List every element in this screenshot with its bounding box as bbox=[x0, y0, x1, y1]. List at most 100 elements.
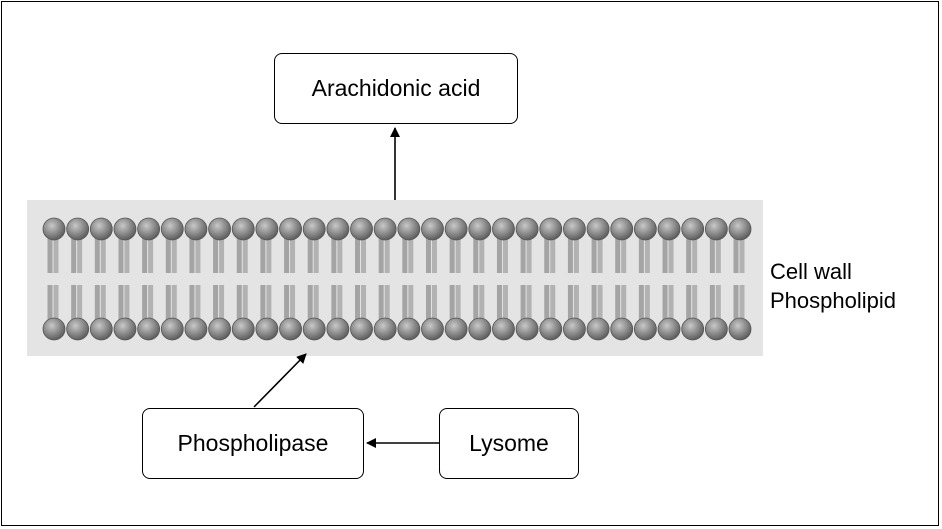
lipid-tail bbox=[544, 237, 550, 273]
lipid-tail bbox=[709, 237, 715, 273]
lipid-tail bbox=[219, 237, 225, 273]
membrane-label-line2: Phospholipid bbox=[770, 288, 896, 313]
lipid-tail bbox=[715, 285, 721, 321]
lipid-tail bbox=[686, 285, 692, 321]
lipid-tail bbox=[449, 237, 455, 273]
lipid-tail bbox=[591, 285, 597, 321]
lipid-head bbox=[633, 217, 657, 241]
lipid-head bbox=[728, 217, 752, 241]
phospholipid bbox=[208, 217, 231, 341]
lipid-tail bbox=[473, 237, 479, 273]
lipid-tail bbox=[118, 237, 124, 273]
lipid-tail bbox=[53, 237, 59, 273]
lipid-head bbox=[89, 217, 113, 241]
lipid-head bbox=[468, 317, 492, 341]
lipid-tail bbox=[479, 285, 485, 321]
lipid-tail bbox=[686, 237, 692, 273]
lipid-head bbox=[350, 317, 373, 341]
lipid-tail bbox=[260, 237, 266, 273]
lipid-tail bbox=[260, 285, 266, 321]
lipid-tail bbox=[520, 237, 526, 273]
membrane-label: Cell wall Phospholipid bbox=[770, 257, 896, 315]
lipid-tail bbox=[526, 237, 532, 273]
lipid-tail bbox=[638, 237, 644, 273]
phospholipid bbox=[373, 217, 397, 341]
phospholipid bbox=[160, 217, 184, 341]
lipid-head bbox=[113, 317, 137, 341]
lipid-tail bbox=[195, 237, 201, 273]
lipid-tail bbox=[733, 285, 739, 321]
phospholipid bbox=[704, 217, 728, 341]
lipid-tail bbox=[77, 285, 83, 321]
lipid-tail bbox=[100, 237, 106, 273]
lipid-tail bbox=[236, 285, 242, 321]
lipid-tail bbox=[47, 237, 53, 273]
lipid-tail bbox=[402, 285, 408, 321]
lipid-tail bbox=[213, 237, 219, 273]
lipid-tail bbox=[662, 237, 668, 273]
phospholipid bbox=[515, 217, 539, 341]
lipid-tail bbox=[520, 285, 526, 321]
lipid-head bbox=[113, 217, 137, 241]
lipid-tail bbox=[337, 285, 343, 321]
lipid-head bbox=[255, 317, 279, 341]
lipid-tail bbox=[425, 237, 431, 273]
lipid-head bbox=[539, 317, 563, 341]
lipid-head bbox=[421, 317, 444, 341]
lysome-label: Lysome bbox=[469, 430, 549, 456]
lipid-tail bbox=[124, 285, 130, 321]
lipid-tail bbox=[189, 237, 195, 273]
lipid-tail bbox=[591, 237, 597, 273]
lipid-tail bbox=[496, 237, 502, 273]
lipid-tail bbox=[662, 285, 668, 321]
lipid-tail bbox=[449, 285, 455, 321]
arachidonic-acid-label: Arachidonic acid bbox=[311, 75, 481, 101]
lipid-tail bbox=[692, 285, 698, 321]
lipid-head bbox=[421, 217, 444, 241]
lipid-tail bbox=[567, 237, 573, 273]
lipid-head bbox=[492, 217, 515, 241]
phospholipid bbox=[302, 217, 326, 341]
membrane-label-line1: Cell wall bbox=[770, 259, 852, 284]
lipid-tail bbox=[171, 237, 177, 273]
phospholipid bbox=[89, 217, 113, 341]
lipid-tail bbox=[455, 237, 461, 273]
lipid-head bbox=[184, 317, 208, 341]
lipid-head bbox=[160, 217, 184, 241]
phospholipid bbox=[397, 217, 421, 341]
lipid-head bbox=[42, 217, 66, 241]
lipid-head bbox=[350, 217, 373, 241]
lipid-tail bbox=[361, 237, 367, 273]
lipid-head bbox=[444, 217, 468, 241]
lipid-head bbox=[610, 317, 634, 341]
lipid-tail bbox=[615, 285, 621, 321]
lipid-head bbox=[208, 317, 231, 341]
phospholipid bbox=[113, 217, 137, 341]
lipid-tail bbox=[242, 237, 248, 273]
arachidonic-acid-node: Arachidonic acid bbox=[274, 53, 518, 124]
lipid-head bbox=[89, 317, 113, 341]
lipid-tail bbox=[171, 285, 177, 321]
lipid-head bbox=[137, 317, 161, 341]
lipid-tail bbox=[668, 285, 674, 321]
lipid-tail bbox=[644, 285, 650, 321]
lipid-tail bbox=[71, 237, 77, 273]
lipid-tail bbox=[236, 237, 242, 273]
lipid-tail bbox=[567, 285, 573, 321]
lipid-head bbox=[515, 317, 539, 341]
lipid-head bbox=[231, 217, 255, 241]
lipid-head bbox=[326, 317, 350, 341]
phospholipid bbox=[586, 217, 610, 341]
lipid-tail bbox=[573, 237, 579, 273]
lipid-tail bbox=[213, 285, 219, 321]
lipid-tail bbox=[550, 285, 556, 321]
lipid-tail bbox=[644, 237, 650, 273]
lipid-head bbox=[539, 217, 563, 241]
lipid-tail bbox=[431, 237, 437, 273]
lipid-tail bbox=[692, 237, 698, 273]
lipid-head bbox=[515, 217, 539, 241]
phospholipase-node: Phospholipase bbox=[142, 408, 364, 479]
lipid-head bbox=[657, 317, 681, 341]
phospholipid bbox=[681, 217, 705, 341]
